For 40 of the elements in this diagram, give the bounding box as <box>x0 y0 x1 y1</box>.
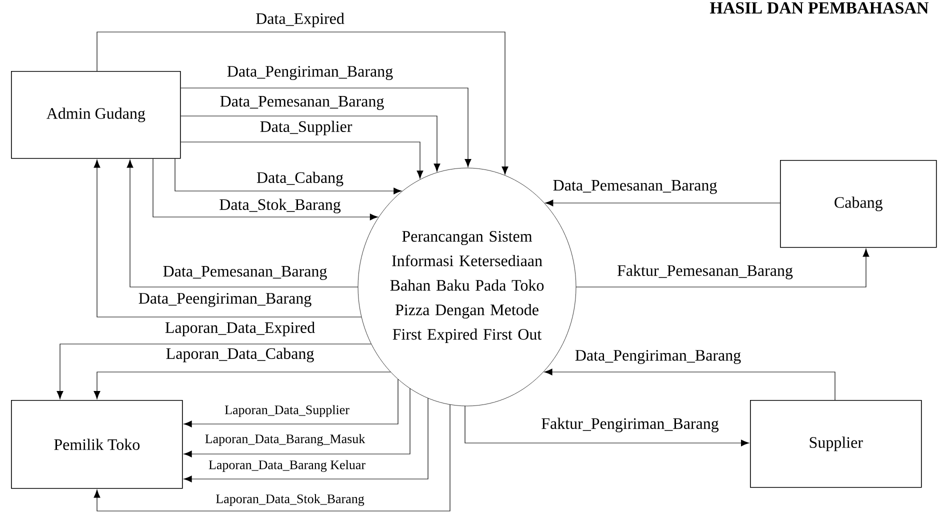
edge-label: Data_Stok_Barang <box>218 198 342 214</box>
arrow <box>184 398 428 482</box>
arrow <box>180 142 424 179</box>
edge-label: Data_Pemesanan_Barang <box>162 265 328 281</box>
edge-label: Laporan_Data_Barang_Masuk <box>204 433 366 447</box>
arrow <box>184 378 398 428</box>
arrow <box>94 160 362 318</box>
heading: HASIL DAN PEMBAHASAN <box>710 2 929 14</box>
edge-label: Data_Peengiriman_Barang <box>137 292 313 308</box>
arrow <box>126 160 358 288</box>
edge-label: Laporan_Data_Stok_Barang <box>214 493 366 507</box>
edge-label: Data_Pengiriman_Barang <box>574 348 742 366</box>
arrow <box>464 406 750 446</box>
edge-label: Faktur_Pengiriman_Barang <box>540 416 720 434</box>
arrow <box>184 388 410 458</box>
arrow <box>94 372 391 400</box>
edge-label: Laporan_Data_Barang Keluar <box>208 459 366 473</box>
arrow <box>174 158 402 194</box>
edge-label: Data_Supplier <box>258 120 354 136</box>
edge-label: Faktur_Pemesanan_Barang <box>616 264 794 280</box>
arrow <box>152 158 378 220</box>
arrow <box>545 200 780 206</box>
arrow <box>56 344 372 400</box>
edge-label: Data_Pengiriman_Barang <box>226 64 394 82</box>
arrow <box>96 32 508 175</box>
edge-label: Laporan_Data_Expired <box>164 320 316 338</box>
edge-label: Laporan_Data_Cabang <box>164 346 316 364</box>
entity-box: Supplier <box>750 400 922 488</box>
arrow <box>544 368 836 400</box>
entity-box: Pemilik Toko <box>11 400 183 489</box>
edge-label: Laporan_Data_Supplier <box>224 404 350 418</box>
arrow <box>576 248 870 288</box>
arrow <box>94 404 450 512</box>
edge-label: Data_Cabang <box>255 170 345 188</box>
arrow <box>180 116 440 172</box>
entity-box: Cabang <box>780 160 937 248</box>
edge-label: Data_Expired <box>254 12 346 28</box>
edge-label: Data_Pemesanan_Barang <box>218 95 386 111</box>
arrow <box>180 88 472 168</box>
entity-box: Admin Gudang <box>11 71 181 159</box>
